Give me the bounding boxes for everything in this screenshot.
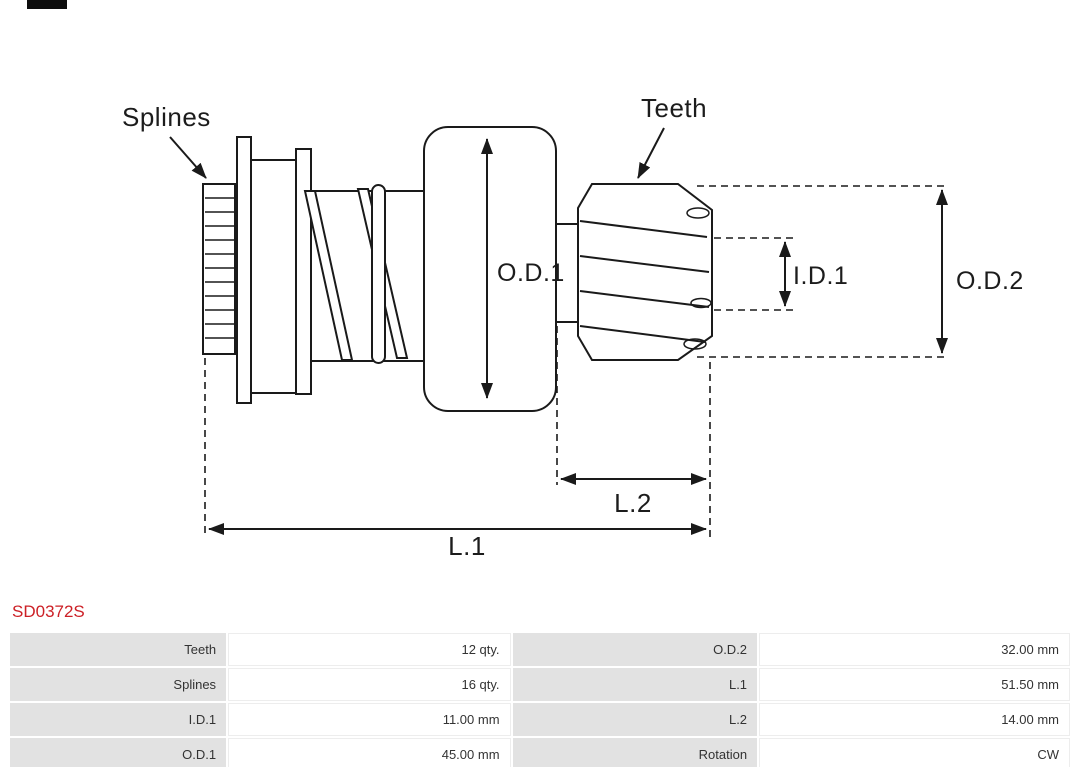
- spec-label: O.D.1: [10, 738, 227, 767]
- spec-value: 16 qty.: [228, 668, 511, 701]
- dimension-l1: L.1: [208, 523, 707, 561]
- spec-label: Rotation: [512, 738, 758, 767]
- callout-splines: Splines: [122, 102, 211, 179]
- spec-value: 45.00 mm: [228, 738, 511, 767]
- spec-value: 11.00 mm: [228, 703, 511, 736]
- l1-label: L.1: [448, 531, 486, 561]
- spec-label: O.D.2: [512, 633, 758, 666]
- spec-row: Splines 16 qty. L.1 51.50 mm: [10, 668, 1070, 701]
- spec-row: O.D.1 45.00 mm Rotation CW: [10, 738, 1070, 767]
- dimension-l2: L.2: [560, 473, 707, 518]
- extension-lines: [204, 185, 948, 537]
- od1-label: O.D.1: [497, 259, 565, 287]
- od2-label: O.D.2: [956, 267, 1024, 295]
- splined-shaft: [202, 183, 236, 355]
- spec-value: 51.50 mm: [759, 668, 1070, 701]
- dimension-od2: O.D.2: [936, 189, 1024, 354]
- callout-teeth: Teeth: [637, 93, 707, 179]
- spec-row: I.D.1 11.00 mm L.2 14.00 mm: [10, 703, 1070, 736]
- spec-value: 14.00 mm: [759, 703, 1070, 736]
- spec-value: 32.00 mm: [759, 633, 1070, 666]
- dimension-od1: O.D.1: [481, 138, 565, 399]
- spec-row: Teeth 12 qty. O.D.2 32.00 mm: [10, 633, 1070, 666]
- clutch-spring: [303, 184, 424, 364]
- spec-label: L.2: [512, 703, 758, 736]
- technical-drawing: O.D.1 I.D.1 O.D.2 L.2 L.1 Splines: [122, 93, 1024, 561]
- spec-table: Teeth 12 qty. O.D.2 32.00 mm Splines 16 …: [8, 631, 1072, 767]
- spec-value: 12 qty.: [228, 633, 511, 666]
- spec-label: Teeth: [10, 633, 227, 666]
- pinion-gear: [555, 183, 713, 361]
- spec-value: CW: [759, 738, 1070, 767]
- logo-fragment: [27, 0, 67, 9]
- spec-label: I.D.1: [10, 703, 227, 736]
- dimension-id1: I.D.1: [779, 241, 848, 307]
- drive-flanges: [236, 136, 312, 404]
- spec-label: Splines: [10, 668, 227, 701]
- teeth-label: Teeth: [641, 93, 707, 123]
- splines-label: Splines: [122, 102, 211, 132]
- id1-label: I.D.1: [793, 262, 848, 290]
- spec-label: L.1: [512, 668, 758, 701]
- l2-label: L.2: [614, 488, 652, 518]
- part-code: SD0372S: [12, 602, 85, 621]
